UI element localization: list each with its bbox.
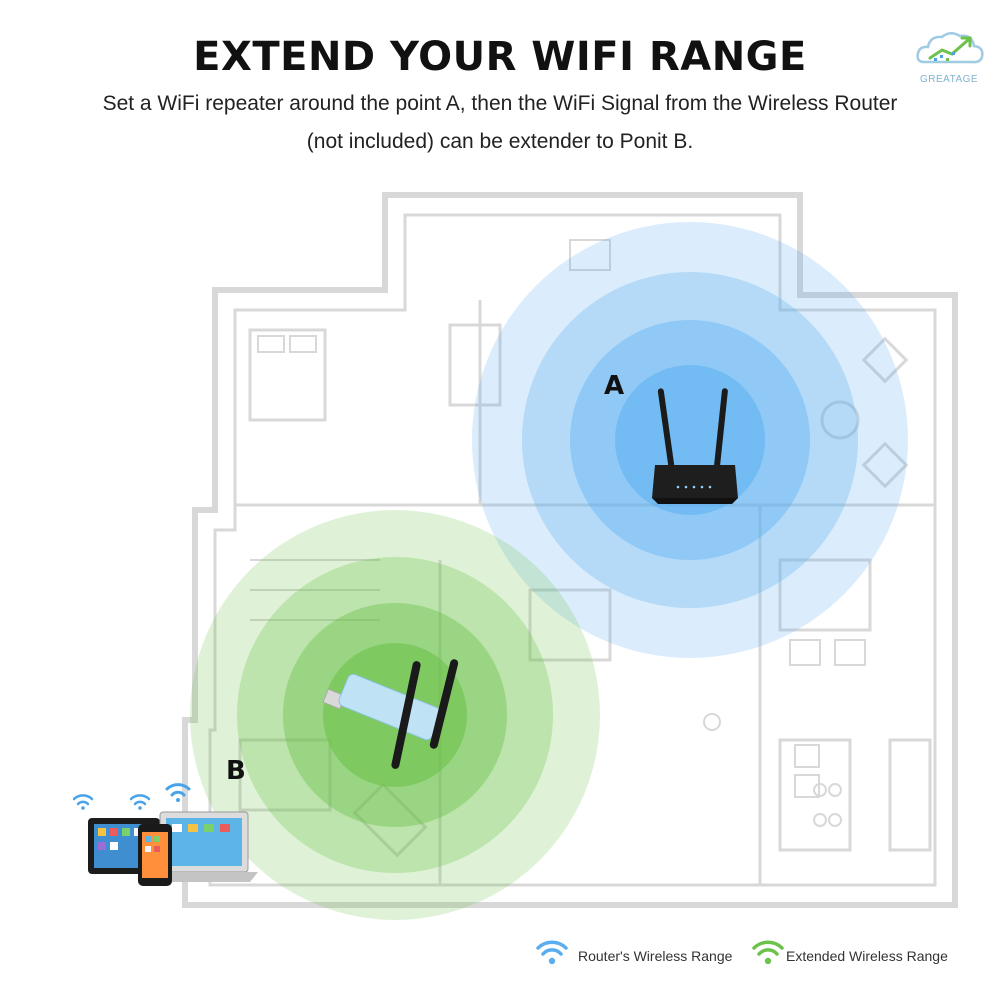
usb-adapter-image — [322, 659, 459, 769]
legend-router-label: Router's Wireless Range — [578, 948, 733, 964]
wifi-icon — [752, 940, 784, 965]
wifi-icon — [72, 783, 191, 810]
logo-text: GREATAGE — [920, 74, 979, 85]
legend-router: Router's Wireless Range — [534, 936, 754, 976]
legend-extended: Extended Wireless Range — [750, 936, 970, 976]
page-title: EXTEND YOUR WIFI RANGE — [193, 34, 807, 80]
wifi-icon — [536, 940, 568, 965]
router-range — [472, 222, 908, 658]
subtitle-line-2: (not included) can be extender to Ponit … — [306, 130, 694, 153]
client-devices-image — [88, 811, 258, 886]
point-a-label: A — [604, 371, 625, 401]
point-b-label: B — [226, 756, 246, 786]
greatage-logo — [916, 32, 984, 64]
router-image — [652, 388, 738, 504]
floor-plan — [182, 192, 958, 908]
legend-extended-label: Extended Wireless Range — [786, 948, 948, 964]
subtitle-line-1: Set a WiFi repeater around the point A, … — [102, 92, 898, 115]
